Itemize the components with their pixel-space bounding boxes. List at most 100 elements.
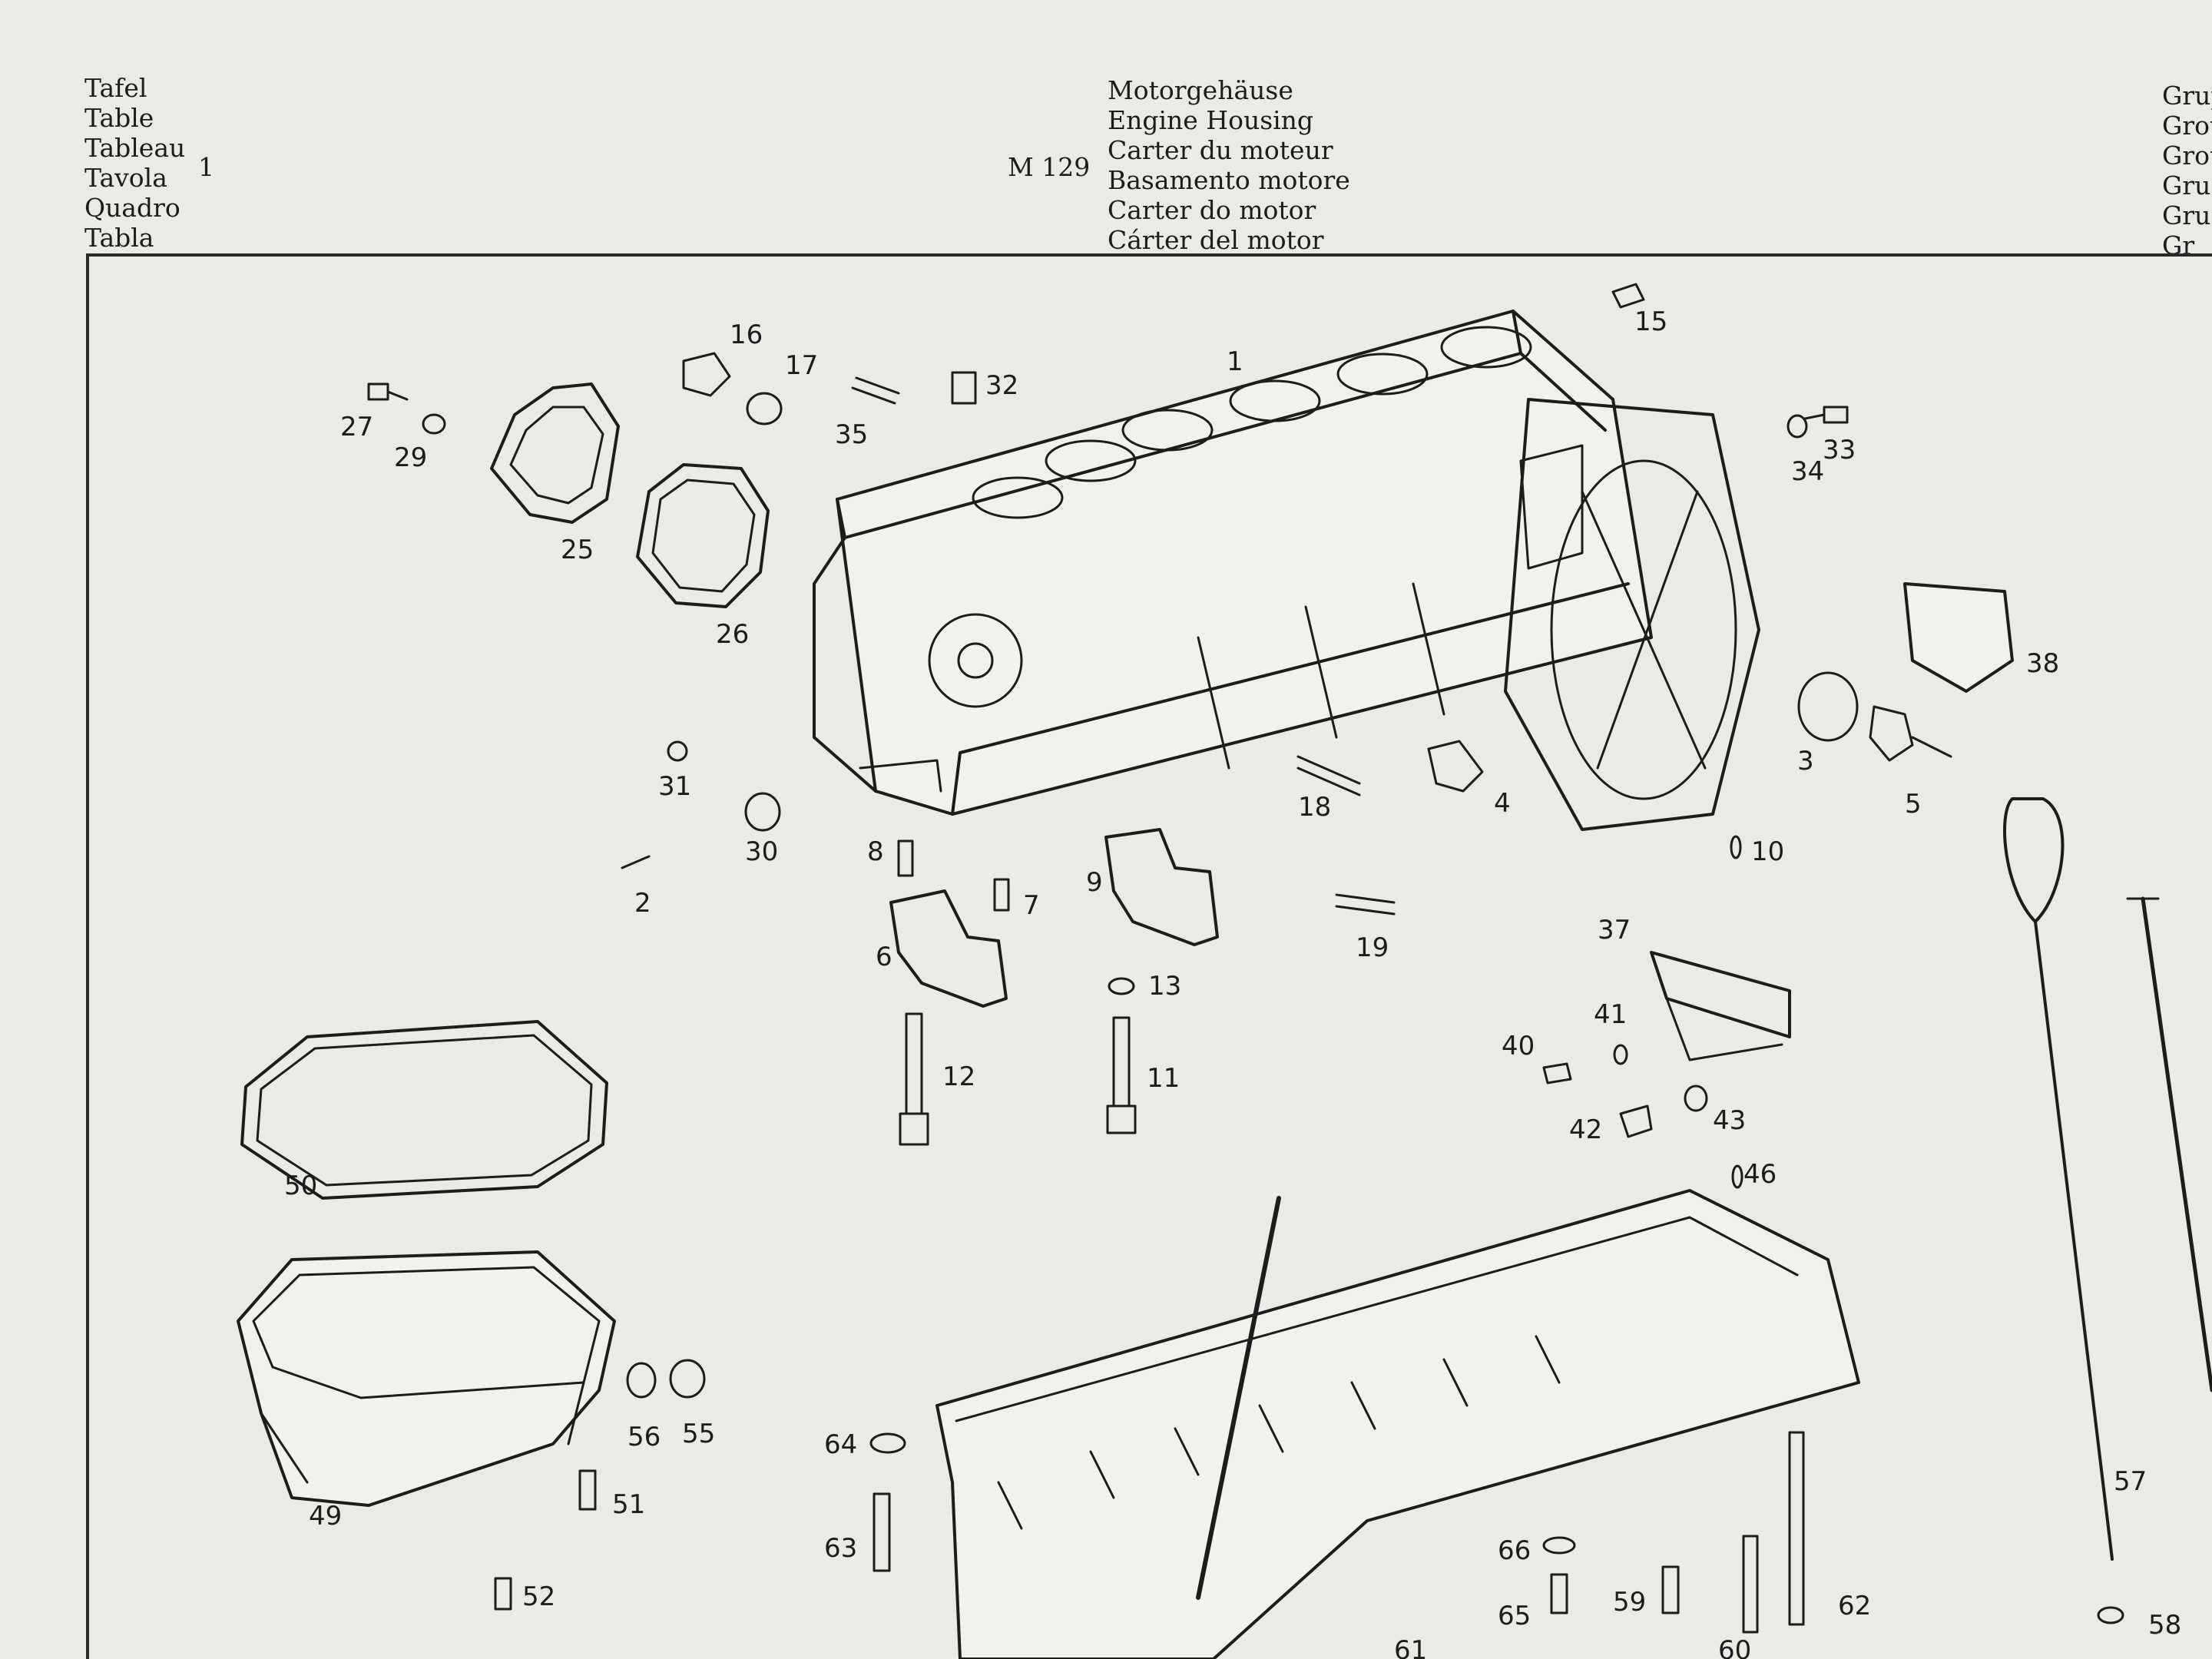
callout-label: 30 <box>745 836 778 867</box>
washer-part <box>1684 1084 1708 1112</box>
callout-label: 59 <box>1613 1587 1646 1618</box>
callout-label: 16 <box>730 320 763 350</box>
plug-part <box>682 352 731 397</box>
drain-plug-part <box>1869 705 1952 762</box>
callout-labels: 1 2 3 4 5 6 7 8 9 10 11 12 13 15 16 17 1… <box>284 306 2181 1659</box>
callout-label: 18 <box>1298 792 1331 823</box>
callout-label: 10 <box>1751 836 1784 867</box>
bolt-part <box>1661 1565 1680 1614</box>
callout-label: 37 <box>1598 915 1631 945</box>
callout-label: 66 <box>1498 1535 1531 1566</box>
model-code: M 129 <box>1008 152 1091 182</box>
callout-label: 60 <box>1718 1635 1751 1659</box>
callout-label: 33 <box>1823 435 1856 465</box>
dipstick-guide-tube-part <box>2126 896 2212 1392</box>
callout-label: 61 <box>1394 1635 1427 1659</box>
title-fr: Carter du moteur <box>1108 135 1333 165</box>
group-label: Gru <box>2162 200 2211 230</box>
washer-part <box>869 1432 906 1454</box>
bracket-part <box>1650 951 1791 1061</box>
seal-ring-part <box>626 1362 657 1399</box>
title-de: Motorgehäuse <box>1108 75 1293 105</box>
washer-part <box>422 413 446 435</box>
washer-part <box>1108 977 1135 995</box>
table-label: Tableau <box>84 133 186 163</box>
callout-label: 8 <box>867 836 884 867</box>
callout-label: 15 <box>1634 306 1667 337</box>
title-en: Engine Housing <box>1108 105 1314 135</box>
bell-housing-part <box>1504 398 1760 831</box>
bolt-part <box>578 1469 597 1511</box>
title-pt: Carter do motor <box>1108 195 1316 225</box>
callout-label: 43 <box>1713 1105 1746 1136</box>
bolt-part <box>1619 1104 1653 1138</box>
callout-label: 41 <box>1594 999 1627 1030</box>
callout-label: 40 <box>1502 1031 1535 1061</box>
callout-label: 49 <box>309 1501 342 1532</box>
callout-label: 17 <box>785 350 818 381</box>
table-label: Tavola <box>84 163 167 193</box>
dipstick-part <box>2003 797 2114 1561</box>
bolt-part <box>873 1492 891 1572</box>
callout-label: 63 <box>824 1533 857 1564</box>
plug-part <box>669 1359 706 1399</box>
bolt-part <box>1788 1431 1805 1626</box>
stud-part <box>1296 755 1361 796</box>
callout-label: 31 <box>658 771 691 802</box>
seal-ring-part <box>1797 671 1859 742</box>
washer-part <box>2097 1606 2124 1624</box>
plug-part <box>1427 740 1484 793</box>
callout-label: 57 <box>2114 1466 2147 1497</box>
bolt-part <box>1803 406 1849 424</box>
pin-part <box>897 839 914 877</box>
callout-label: 42 <box>1569 1114 1602 1145</box>
callout-label: 34 <box>1791 456 1824 487</box>
washer-part <box>1542 1536 1576 1555</box>
pin-part <box>993 878 1010 912</box>
callout-label: 32 <box>985 370 1018 401</box>
diagram-frame <box>86 256 2212 1659</box>
callout-label: 38 <box>2026 648 2059 679</box>
baffle-part <box>1903 582 2014 693</box>
callout-label: 25 <box>561 535 594 565</box>
page-header: Tafel Table Tableau Tavola Quadro Tabla … <box>0 0 2212 261</box>
pin-part <box>621 855 651 869</box>
header-divider <box>86 253 2212 257</box>
callout-label: 64 <box>824 1429 857 1460</box>
bearing-cap-part <box>1104 828 1219 946</box>
oil-pan-gasket-part <box>240 1020 608 1200</box>
title-it: Basamento motore <box>1108 165 1350 195</box>
group-label: Grou <box>2162 141 2212 171</box>
bolt-part <box>1742 1535 1759 1634</box>
callout-label: 9 <box>1086 867 1103 898</box>
stud-part <box>851 376 900 405</box>
callout-label: 1 <box>1227 346 1243 377</box>
callout-label: 29 <box>394 442 427 473</box>
washer-part <box>1786 414 1808 439</box>
callout-label: 11 <box>1147 1063 1180 1094</box>
engine-block-part <box>813 310 1653 816</box>
callout-label: 27 <box>340 412 373 442</box>
group-label: Grou <box>2162 111 2212 141</box>
bolt-part <box>367 382 409 401</box>
washer-part <box>1613 1044 1628 1065</box>
title-column: Motorgehäuse Engine Housing Carter du mo… <box>1108 75 1350 255</box>
stud-part <box>1335 893 1396 916</box>
table-label: Quadro <box>84 193 180 223</box>
callout-label: 52 <box>522 1581 555 1612</box>
bolt-part <box>1542 1062 1572 1084</box>
table-label-column: Tafel Table Tableau Tavola Quadro Tabla <box>84 73 185 253</box>
seal-ring-part <box>746 392 783 426</box>
callout-label: 65 <box>1498 1601 1531 1631</box>
table-label: Tabla <box>84 223 154 253</box>
bearing-cap-part <box>889 889 1008 1008</box>
callout-label: 55 <box>682 1419 715 1449</box>
washer-part <box>1731 1164 1743 1189</box>
callout-label: 50 <box>284 1171 317 1201</box>
callout-label: 19 <box>1356 932 1389 963</box>
table-label: Tafel <box>84 73 147 103</box>
callout-label: 5 <box>1905 789 1922 820</box>
table-number: 1 <box>198 152 214 182</box>
callout-label: 26 <box>716 619 749 650</box>
callout-label: 4 <box>1494 788 1511 819</box>
